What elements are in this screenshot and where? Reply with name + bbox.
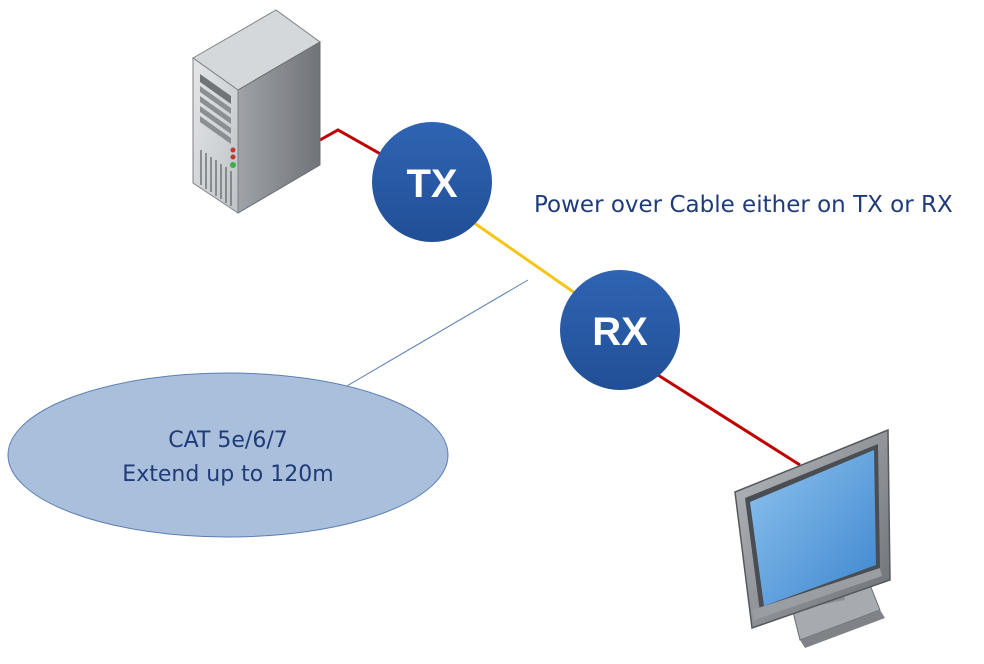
hdmi-cable-display [649,368,801,467]
callout-leader-line [339,279,529,391]
server-tower-icon [192,9,321,214]
cat-cable [469,218,586,302]
rx-label: RX [592,310,648,354]
callout-line-1: CAT 5e/6/7 [168,428,288,453]
power-note: Power over Cable either on TX or RX [534,192,953,218]
tx-label: TX [406,162,457,206]
cable-callout-ellipse [7,372,449,538]
monitor-icon [734,428,891,648]
tx-node: TX [372,122,492,242]
callout-line-2: Extend up to 120m [122,462,333,487]
rx-node: RX [560,270,680,390]
